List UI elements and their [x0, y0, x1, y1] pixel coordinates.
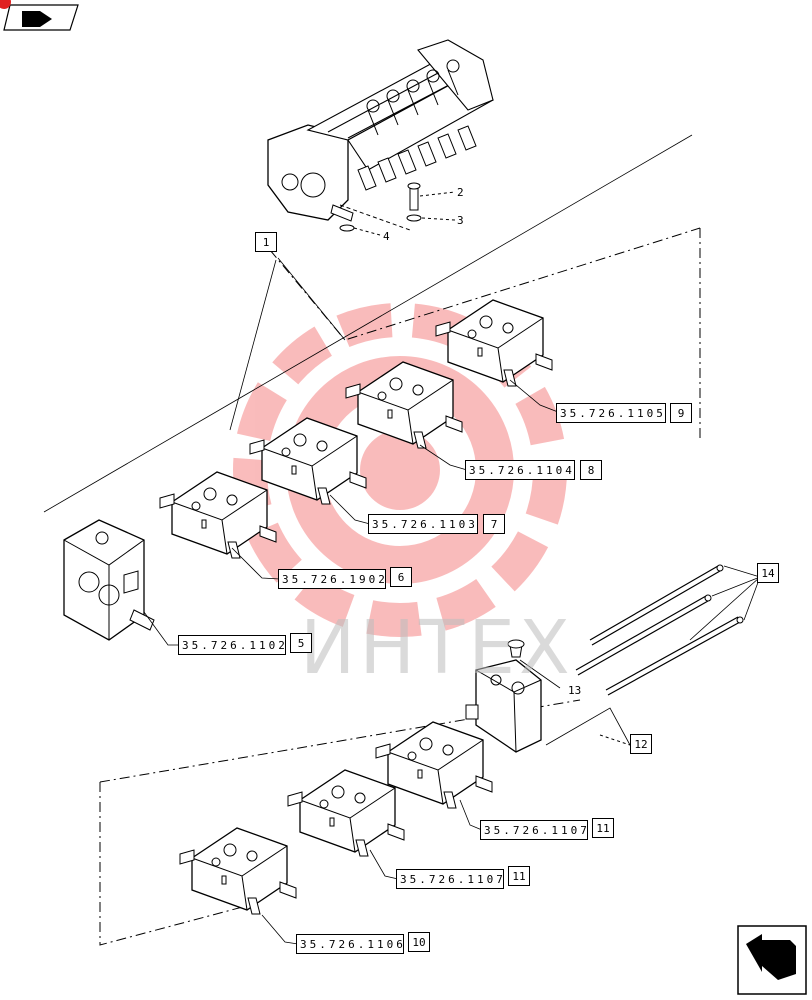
reference-code[interactable]: 35.726.1104	[465, 460, 575, 480]
callout-1: 1	[255, 232, 277, 252]
reference-code[interactable]: 35.726.1107	[396, 869, 504, 889]
callout-3: 3	[457, 214, 464, 227]
callout-2: 2	[457, 186, 464, 199]
reference-code[interactable]: 35.726.1902	[278, 569, 386, 589]
item-number: 10	[408, 932, 430, 952]
item-number: 7	[483, 514, 505, 534]
reference-code[interactable]: 35.726.1105	[556, 403, 666, 423]
watermark-text: ИНТЕХ	[300, 605, 574, 691]
reference-code[interactable]: 35.726.1106	[296, 934, 404, 954]
reference-code[interactable]: 35.726.1103	[368, 514, 478, 534]
valve-bank-assembly	[267, 39, 494, 222]
next-page-icon[interactable]	[4, 4, 78, 31]
outlet-section	[465, 659, 542, 753]
callout-13: 13	[568, 684, 582, 697]
item-number: 5	[290, 633, 312, 653]
return-icon[interactable]	[737, 925, 806, 995]
inlet-section	[63, 519, 155, 641]
item-number: 8	[580, 460, 602, 480]
callout-14: 14	[757, 563, 779, 583]
reference-code[interactable]: 35.726.1102	[178, 635, 286, 655]
item-number: 9	[670, 403, 692, 423]
callout-12: 12	[630, 734, 652, 754]
item-number: 11	[508, 866, 530, 886]
item-number: 11	[592, 818, 614, 838]
item-number: 6	[390, 567, 412, 587]
reference-code[interactable]: 35.726.1107	[480, 820, 588, 840]
callout-4: 4	[383, 230, 390, 243]
